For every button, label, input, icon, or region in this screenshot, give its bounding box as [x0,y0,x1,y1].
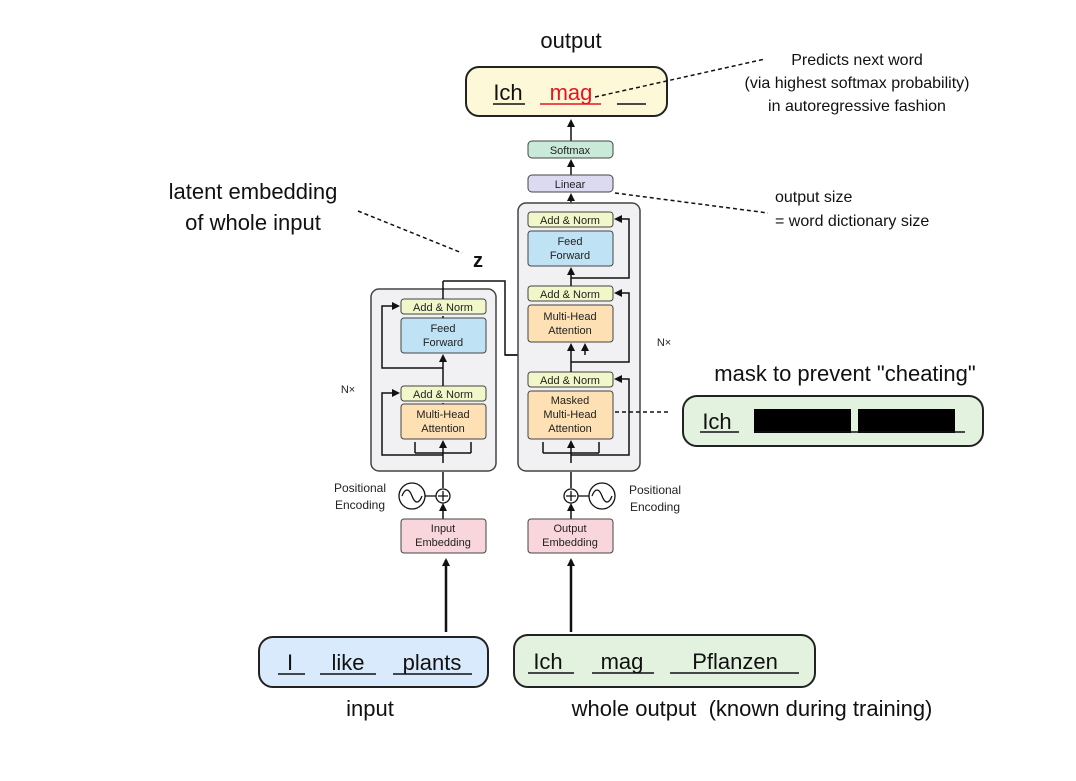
decoder-masked-attention-line-2: Multi-Head [543,409,596,421]
encoder-plus-icon-cross [438,491,448,501]
softmax-label: Softmax [550,145,591,157]
decoder-residual-top [571,215,630,279]
target-word-2: mag [601,649,644,674]
decoder-add-norm-top [527,211,614,228]
linear-note-line-2: = word dictionary size [775,213,929,230]
decoder-qkv-branches [542,442,600,454]
input-word-3: plants [403,650,462,675]
input-embedding-block [400,518,487,554]
decoder-add-norm-top-label: Add & Norm [540,215,600,227]
encoder-positional-wave [401,489,423,503]
output-word-1: Ich [493,80,522,105]
target-word-1: Ich [533,649,562,674]
decoder-cross-attention-line-1: Multi-Head [543,311,596,323]
decoder-residual-middle [571,289,630,363]
decoder-feed-forward-line-2: Forward [550,250,590,262]
predict-note-connector [594,58,766,98]
output-embedding-line-2: Embedding [542,537,598,549]
decoder-add-norm-bottom-label: Add & Norm [540,375,600,387]
encoder-positional-label-1: Positional [334,481,386,495]
encoder-feed-forward-line-1: Feed [430,323,455,335]
latent-connector [357,210,463,254]
decoder-residual-bottom [571,375,630,456]
decoder-cross-attention-line-2: Attention [548,325,591,337]
mask-label: mask to prevent "cheating" [714,361,975,386]
mask-word-1: Ich [702,409,731,434]
decoder-cross-attention [527,304,614,343]
encoder-attention-line-1: Multi-Head [416,409,469,421]
mask-hidden-word-3 [858,409,955,433]
decoder-add-norm-middle-label: Add & Norm [540,289,600,301]
target-box [513,634,816,688]
mask-hidden-word-2 [754,409,851,433]
target-caption: whole output (known during training) [571,696,933,721]
input-embedding-line-2: Embedding [415,537,471,549]
decoder-repeat-label: N× [657,337,671,349]
encoder-qkv-branches [414,442,472,454]
input-embedding-line-1: Input [431,523,455,535]
softmax-block [527,140,614,159]
encoder-residual-bottom [381,389,443,456]
linear-note-line-1: output size [775,189,852,206]
decoder-masked-attention [527,390,614,440]
decoder-positional-label-2: Encoding [630,500,680,514]
output-word-2: mag [550,80,593,105]
encoder-feed-forward-line-2: Forward [423,337,463,349]
linear-note-connector [614,192,769,214]
predict-note-line-1: Predicts next word [791,52,923,69]
encoder-add-norm-top-label: Add & Norm [413,302,473,314]
latent-label-line-1: latent embedding [169,179,338,204]
predict-note-line-2: (via highest softmax probability) [745,75,970,92]
output-embedding-block [527,518,614,554]
encoder-stack [370,288,497,472]
decoder-plus-icon-cross [566,491,576,501]
input-word-1: I [287,650,293,675]
linear-block [527,174,614,193]
linear-label: Linear [555,179,586,191]
input-word-2: like [331,650,364,675]
decoder-feed-forward [527,230,614,267]
decoder-masked-attention-line-1: Masked [551,395,590,407]
latent-label-line-2: of whole input [185,210,321,235]
predict-note-line-3: in autoregressive fashion [768,98,946,115]
encoder-positional-label-2: Encoding [335,498,385,512]
input-caption: input [346,696,394,721]
encoder-residual-top [381,302,443,369]
target-word-3: Pflanzen [692,649,778,674]
encoder-attention-line-2: Attention [421,423,464,435]
decoder-masked-attention-line-3: Attention [548,423,591,435]
output-embedding-line-1: Output [553,523,586,535]
encoder-repeat-label: N× [341,384,355,396]
decoder-positional-wave [591,489,613,503]
output-heading: output [540,28,601,53]
encoder-add-norm-bottom-label: Add & Norm [413,389,473,401]
decoder-feed-forward-line-1: Feed [557,236,582,248]
latent-symbol: z [473,250,483,272]
decoder-positional-label-1: Positional [629,483,681,497]
